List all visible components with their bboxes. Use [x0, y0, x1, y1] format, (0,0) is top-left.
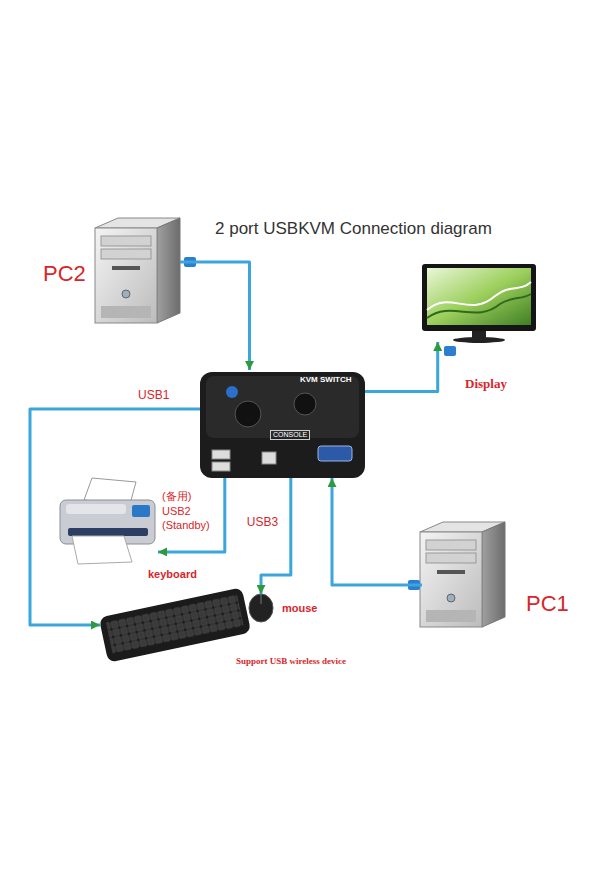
port-note: (备用) — [162, 490, 191, 502]
screen-wave — [427, 282, 531, 310]
vga-plug — [444, 346, 456, 356]
kvm-button — [235, 401, 261, 427]
vga-plug — [408, 580, 420, 590]
usb-port — [212, 450, 230, 459]
pc-tower — [95, 218, 180, 323]
printer-panel — [132, 505, 150, 517]
device-label: PC1 — [526, 592, 569, 616]
keyboard-keys — [106, 594, 244, 653]
device-brand: KVM SWITCH — [300, 376, 352, 385]
device-label: mouse — [282, 602, 317, 614]
mouse — [249, 594, 273, 622]
cable-plugs — [184, 257, 456, 590]
usb-b-port — [262, 452, 276, 464]
vga-plug — [184, 257, 196, 267]
kvm-switch-node: KVM SWITCH CONSOLE — [200, 370, 365, 478]
keyboard — [99, 587, 251, 662]
drive-bay — [101, 236, 151, 246]
cable-label: USB3 — [247, 516, 278, 529]
monitor — [422, 264, 536, 343]
pc-node: PC1 — [422, 522, 502, 627]
tower-vent — [101, 306, 151, 318]
mouse-button — [261, 594, 262, 604]
floppy-slot — [112, 266, 140, 270]
usb-vga-cable — [261, 478, 291, 594]
kvm-logo — [226, 386, 238, 398]
kvm-switch — [200, 372, 365, 478]
diagram-title: 2 port USBKVM Connection diagram — [215, 220, 492, 239]
display-node: Display — [420, 262, 538, 342]
usb-vga-cable — [365, 342, 438, 392]
device-label: PC2 — [43, 262, 86, 286]
device-marking: CONSOLE — [270, 430, 310, 440]
usb-vga-cable — [158, 478, 225, 552]
tower-front — [95, 228, 157, 323]
monitor-screen — [427, 268, 531, 325]
monitor-stand — [472, 331, 486, 338]
port-note: (Standby) — [162, 519, 210, 531]
screen-wave — [427, 294, 531, 318]
drive-bay — [101, 249, 151, 259]
usb-port — [212, 462, 230, 471]
printer — [60, 478, 155, 564]
port-label: USB2 — [162, 505, 191, 517]
usb-vga-cable — [332, 478, 422, 585]
kvm-top — [206, 376, 359, 438]
printer-slot — [68, 528, 148, 536]
kvm-button — [294, 393, 316, 415]
usb-vga-cable — [30, 409, 200, 625]
tower-side — [157, 218, 180, 323]
printer-top — [66, 504, 126, 514]
device-label: Display — [465, 377, 507, 391]
vga-port — [318, 446, 352, 461]
kvm-body — [200, 372, 365, 478]
mouse-body — [249, 594, 273, 622]
device-label: keyboard — [148, 568, 197, 580]
mouse-node: mouse — [248, 594, 274, 622]
pc-node: PC2 — [95, 218, 180, 323]
keyboard-body — [99, 587, 251, 662]
diagram-caption: Support USB wireless device — [236, 657, 346, 667]
monitor-base — [453, 337, 505, 343]
keyboard-node: keyboard — [100, 590, 250, 660]
printer-output — [72, 536, 132, 564]
pc-tower — [420, 522, 505, 627]
usb-vga-cable — [180, 262, 250, 370]
monitor-bezel — [422, 264, 536, 331]
power-button — [122, 290, 130, 298]
cable-label: USB1 — [138, 389, 169, 402]
printer-node: (备用)USB2(Standby) — [58, 478, 158, 566]
